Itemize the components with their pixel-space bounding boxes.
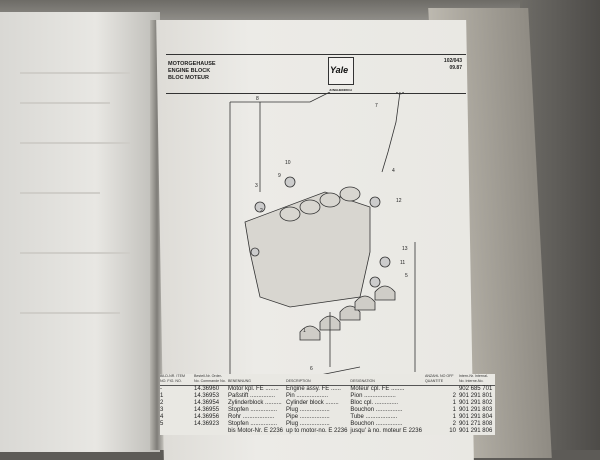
cell-fr: Bouchon ................	[350, 407, 403, 413]
left-page	[0, 12, 160, 452]
cell-en: Pin ...................	[286, 393, 329, 399]
col-benennung: BENENNUNG	[228, 374, 287, 386]
table-row: - 14.36960 Motor kpl. FE ........ Engine as…	[160, 386, 495, 394]
cell-internal: 901 291 806	[458, 428, 493, 434]
callout-8: 8	[256, 96, 259, 102]
title-fr: BLOC MOTEUR	[168, 75, 209, 81]
cell-en: Plug ..................	[286, 407, 330, 413]
ref-date: 09.87	[449, 65, 462, 71]
cell-fr: Moteur cpl. FE ........	[350, 386, 405, 392]
table-header-row: BILD-NR. ITEM NO. FIG. NO. Bestell-Nr. O…	[160, 374, 496, 386]
title-en: ENGINE BLOCK	[168, 68, 211, 74]
cell-de: Stopfen ................	[228, 407, 278, 413]
cell-internal: 901 271 808	[458, 421, 493, 427]
page-reference: 102/043 09.87	[444, 58, 462, 72]
cell-internal: 901 291 803	[458, 407, 493, 413]
callout-1: 1	[303, 328, 306, 334]
cell-fig: -	[160, 386, 162, 392]
table-row: 1 14.36953 Paßstift ............... Pin ...…	[160, 393, 495, 400]
table-row: 5 14.36923 Stopfen ................ Plug ..…	[160, 421, 495, 428]
logo-subtext: JUNGHEINRICH	[329, 88, 352, 92]
col-description: DESCRIPTION	[286, 374, 351, 386]
cell-en: up to motor-no. E 2236	[286, 428, 348, 434]
table-row: 3 14.36955 Stopfen ................ Plug ..…	[160, 407, 495, 414]
cell-qty: 1	[452, 400, 456, 406]
callout-2: 2	[260, 208, 263, 214]
cell-de: Paßstift ...............	[228, 393, 276, 399]
logo-text: Yale	[330, 65, 349, 75]
cell-en: Cylinder block ........	[286, 400, 339, 406]
cell-internal: 901 291 801	[458, 393, 493, 399]
section-title: MOTORGEHAUSE ENGINE BLOCK BLOC MOTEUR	[168, 61, 216, 82]
page-header: MOTORGEHAUSE ENGINE BLOCK BLOC MOTEUR Ya…	[166, 54, 466, 94]
callout-12: 12	[396, 198, 402, 204]
col-designation: DESIGNATION	[350, 374, 425, 386]
title-de: MOTORGEHAUSE	[168, 61, 216, 67]
cell-fig	[160, 428, 194, 435]
callout-7: 7	[375, 103, 378, 109]
cell-fr: Bloc cpl. ..............	[350, 400, 399, 406]
cell-order: 14.36923	[194, 421, 220, 427]
cell-fr: Tube ...................	[350, 414, 398, 420]
cell-internal: 901 291 802	[458, 400, 493, 406]
col-fig: BILD-NR. ITEM NO. FIG. NO.	[160, 374, 194, 386]
bearing-caps	[299, 285, 396, 341]
cell-qty	[425, 386, 459, 394]
cell-en: Plug ..................	[286, 421, 330, 427]
cell-de: bis Motor-Nr. E 2236	[228, 428, 284, 434]
cell-order: 14.36954	[194, 400, 220, 406]
callout-4: 4	[392, 168, 395, 174]
cell-order: 14.36960	[194, 386, 220, 392]
cell-fig: 1	[160, 393, 164, 399]
parts-table: BILD-NR. ITEM NO. FIG. NO. Bestell-Nr. O…	[160, 374, 496, 436]
cell-fig: 5	[160, 421, 164, 427]
cell-en: Pipe ..................	[286, 414, 330, 420]
engine-block-diagram: 1 2 3 4 5 6 7 8 9 10 11 12 13	[229, 92, 416, 377]
dipstick	[381, 92, 401, 173]
cell-de: Zylinderblock ..........	[228, 400, 282, 406]
table-body: - 14.36960 Motor kpl. FE ........ Engine as…	[160, 386, 495, 436]
cell-de: Rohr ...................	[228, 414, 275, 420]
cell-order: 14.36953	[194, 393, 220, 399]
cell-qty: 10	[449, 428, 456, 434]
table-row: 4 14.36956 Rohr ................... Pipe ..…	[160, 414, 495, 421]
cell-en: Engine assy. FE ......	[286, 386, 341, 392]
col-qty: ANZAHL NO OFF QUANTITE	[424, 374, 459, 386]
cell-fig: 3	[160, 407, 164, 413]
callout-3: 3	[255, 183, 258, 189]
cell-fig: 4	[160, 414, 164, 420]
yale-logo: Yale JUNGHEINRICH	[328, 57, 354, 92]
ref-number: 102/043	[443, 58, 462, 64]
callout-10: 10	[285, 160, 291, 166]
cell-fr: jusqu' à no. moteur E 2236	[350, 428, 422, 434]
cell-qty: 1	[452, 407, 456, 413]
callout-11: 11	[400, 260, 405, 266]
col-internal: Intern-Nr. Internal-No. Interne-No.	[458, 374, 496, 386]
cell-de: Motor kpl. FE ........	[228, 386, 279, 392]
engine-block	[244, 186, 371, 308]
cell-de: Stopfen ................	[228, 421, 278, 427]
cell-qty: 2	[452, 421, 456, 427]
cell-qty: 1	[452, 414, 456, 420]
callout-13: 13	[402, 246, 408, 252]
cell-fr: Bouchon ................	[350, 421, 403, 427]
callout-6: 6	[310, 366, 313, 372]
cell-qty: 2	[452, 393, 456, 399]
cell-internal: 901 291 804	[458, 414, 493, 420]
callout-5: 5	[405, 273, 408, 279]
cell-fr: Pion ...................	[350, 393, 396, 399]
diagram-frame	[229, 102, 361, 377]
col-order: Bestell-Nr. Order-No. Commande No.	[194, 374, 228, 386]
cell-fig: 2	[160, 400, 164, 406]
callout-9: 9	[278, 173, 281, 179]
cell-internal: 902 685 701	[458, 386, 493, 392]
diagram-frame-top	[230, 92, 331, 103]
cell-order	[194, 428, 228, 435]
cell-order: 14.36955	[194, 407, 220, 413]
table-row: 2 14.36954 Zylinderblock .......... Cylinde…	[160, 400, 495, 407]
cell-order: 14.36956	[194, 414, 220, 420]
